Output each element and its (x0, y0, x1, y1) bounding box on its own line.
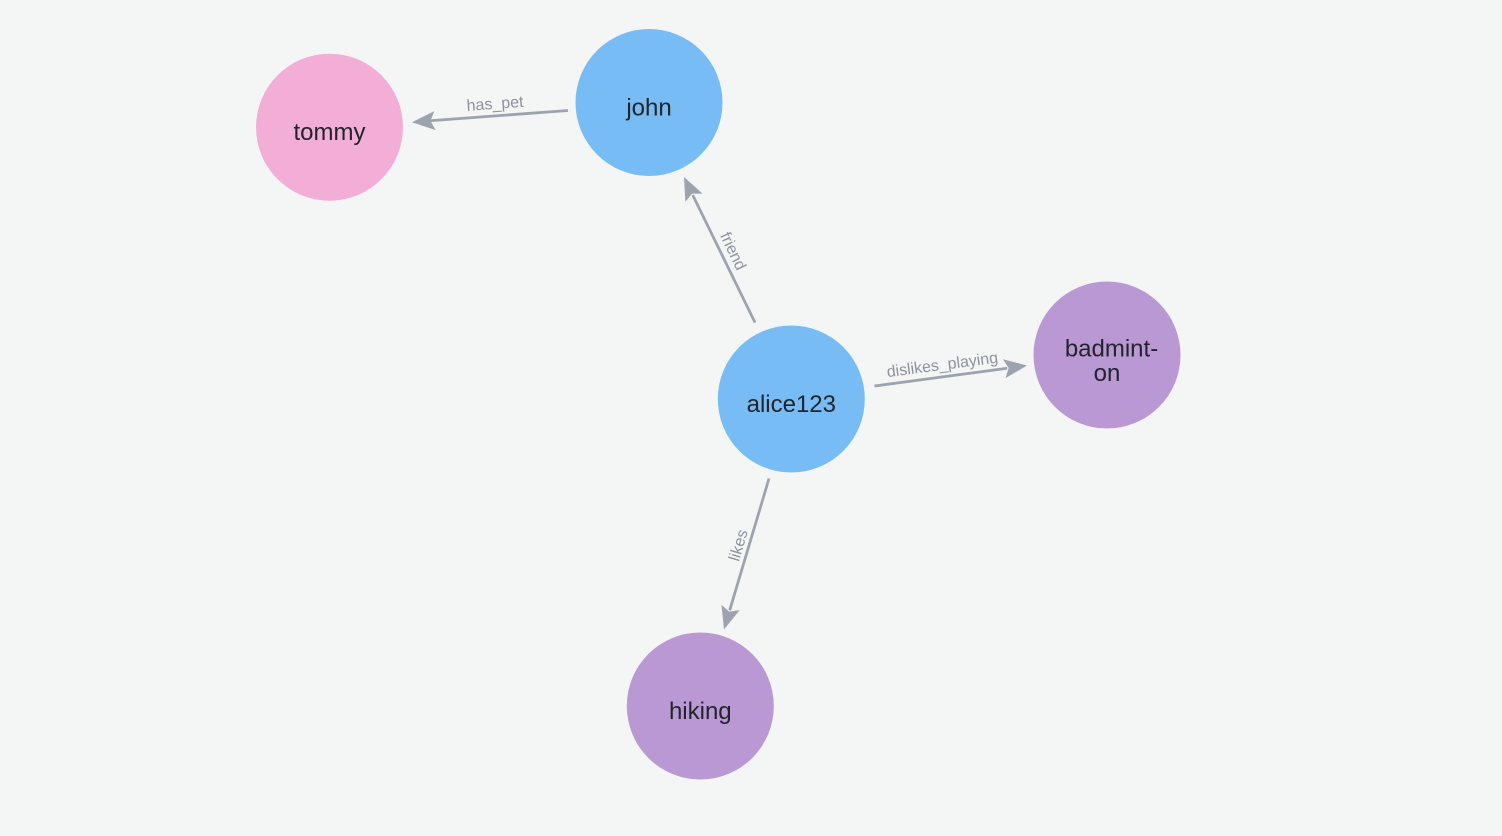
svg-text:john: john (625, 94, 671, 121)
svg-text:has_pet: has_pet (466, 94, 525, 115)
svg-text:badmint-: badmint- (1065, 336, 1158, 363)
svg-text:alice123: alice123 (747, 391, 836, 418)
svg-text:hiking: hiking (669, 698, 732, 725)
svg-text:tommy: tommy (294, 119, 366, 146)
svg-text:on: on (1094, 360, 1121, 387)
